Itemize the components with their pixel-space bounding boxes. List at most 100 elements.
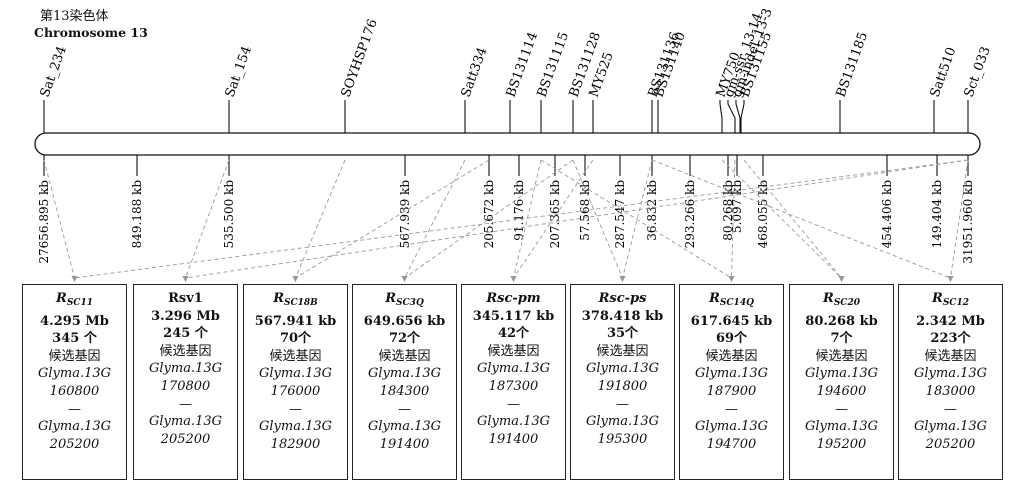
gene-start: 183000 <box>925 383 976 399</box>
gene-prefix-end: Glyma.13G <box>148 414 223 430</box>
locus-name: RSC20 <box>823 291 860 308</box>
marker-label: BS131115 <box>535 30 572 99</box>
connector-line <box>43 159 75 279</box>
gene-start: 184300 <box>379 383 430 399</box>
interval-size: 649.656 kb <box>363 313 446 329</box>
interval-label: 27656.895 kb <box>37 180 51 264</box>
gene-prefix-start: Glyma.13G <box>476 361 551 377</box>
interval-label: 36.832 kb <box>645 180 659 241</box>
interval-label: 468.055 kb <box>756 180 770 249</box>
candidate-count: 70个 <box>279 331 312 347</box>
connector-line <box>540 159 732 279</box>
locus-name: RSC11 <box>56 291 93 308</box>
range-dash: — <box>835 401 848 417</box>
candidate-count: 223个 <box>930 331 971 347</box>
connector-arrow <box>947 276 954 282</box>
connector-arrow <box>292 276 299 282</box>
gene-start: 160800 <box>49 383 100 399</box>
gene-end: 205200 <box>160 431 211 447</box>
candidate-label: 候选基因 <box>159 343 212 359</box>
gene-end: 191400 <box>379 436 430 452</box>
locus-name: Rsv1 <box>168 291 203 306</box>
gene-start: 187900 <box>706 383 757 399</box>
gene-prefix-end: Glyma.13G <box>585 414 660 430</box>
interval-size: 2.342 Mb <box>916 313 985 329</box>
connector-line <box>185 159 969 279</box>
figure-title-en: Chromosome 13 <box>34 25 148 40</box>
gene-prefix-end: Glyma.13G <box>913 419 988 435</box>
gene-start: 170800 <box>160 378 211 394</box>
gene-prefix-start: Glyma.13G <box>694 366 769 382</box>
gene-prefix-start: Glyma.13G <box>148 361 223 377</box>
locus-name: Rsc-ps <box>598 291 647 306</box>
connector-arrow <box>728 276 735 282</box>
marker-tick <box>740 100 745 133</box>
marker-tick <box>727 100 736 133</box>
candidate-count: 72个 <box>388 331 421 347</box>
connector-line <box>950 159 969 279</box>
connector-line <box>731 159 736 279</box>
gene-start: 194600 <box>816 383 867 399</box>
interval-label: 567.939 kb <box>398 180 412 249</box>
interval-label: 149.404 kb <box>930 180 944 249</box>
gene-prefix-start: Glyma.13G <box>913 366 988 382</box>
connector-line <box>295 159 490 279</box>
connector-arrow <box>838 276 845 282</box>
range-dash: — <box>616 396 629 412</box>
gene-prefix-end: Glyma.13G <box>694 419 769 435</box>
range-dash: — <box>68 401 81 417</box>
gene-start: 191800 <box>597 378 648 394</box>
candidate-label: 候选基因 <box>815 348 868 364</box>
figure-title-zh: 第13染色体 <box>40 9 109 24</box>
interval-size: 378.418 kb <box>581 308 664 324</box>
gene-prefix-end: Glyma.13G <box>476 414 551 430</box>
interval-label: 207.365 kb <box>548 180 562 249</box>
range-dash: — <box>398 401 411 417</box>
chromosome-bar <box>34 132 981 156</box>
connector-line <box>295 159 346 279</box>
candidate-count: 35个 <box>606 326 639 342</box>
gene-prefix-end: Glyma.13G <box>804 419 879 435</box>
connector-line <box>404 159 574 279</box>
locus-name: RSC3Q <box>385 291 424 308</box>
interval-size: 345.117 kb <box>472 308 555 324</box>
candidate-label: 候选基因 <box>596 343 649 359</box>
interval-size: 3.296 Mb <box>151 308 220 324</box>
range-dash: — <box>725 401 738 417</box>
range-dash: — <box>507 396 520 412</box>
locus-name: RSC18B <box>273 291 318 308</box>
candidate-count: 345 个 <box>52 331 97 347</box>
interval-label: 205.672 kb <box>482 180 496 249</box>
gene-end: 182900 <box>270 436 321 452</box>
range-dash: — <box>179 396 192 412</box>
connector-arrow <box>182 276 189 282</box>
interval-label: 454.406 kb <box>880 180 894 249</box>
candidate-label: 候选基因 <box>378 348 431 364</box>
interval-label: 91.176 kb <box>512 180 526 241</box>
locus-name: Rsc-pm <box>486 291 541 306</box>
gene-start: 176000 <box>270 383 321 399</box>
gene-prefix-start: Glyma.13G <box>585 361 660 377</box>
gene-end: 191400 <box>488 431 539 447</box>
gene-prefix-start: Glyma.13G <box>258 366 333 382</box>
connector-arrow <box>401 276 408 282</box>
marker-label: BS131185 <box>834 30 871 99</box>
gene-prefix-start: Glyma.13G <box>804 366 879 382</box>
candidate-label: 候选基因 <box>487 343 540 359</box>
connector-line <box>74 159 969 279</box>
marker-label: Sat_154 <box>223 44 255 99</box>
interval-label: 293.266 kb <box>683 180 697 249</box>
interval-label: 287.547 kb <box>613 180 627 249</box>
candidate-count: 69个 <box>715 331 748 347</box>
marker-label: SOYHSP176 <box>339 17 381 99</box>
connector-line <box>404 159 466 279</box>
interval-size: 4.295 Mb <box>40 313 109 329</box>
connector-arrow <box>619 276 626 282</box>
